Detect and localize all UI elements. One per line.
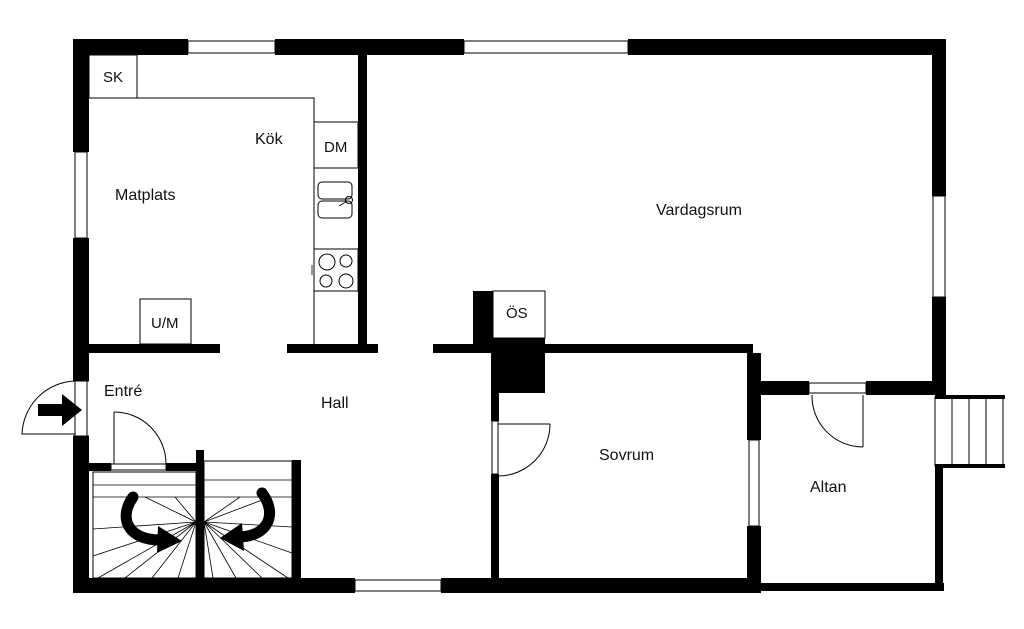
room-label-hall: Hall <box>321 395 349 412</box>
entrance-door <box>21 380 89 437</box>
sink-icon <box>317 181 353 219</box>
room-label-altan: Altan <box>810 479 846 496</box>
bedroom-door <box>491 420 551 477</box>
fixture-label-os: ÖS <box>506 304 528 322</box>
curved-arrow-icon <box>220 487 276 551</box>
room-label-sovrum: Sovrum <box>599 447 654 464</box>
um-box <box>139 298 192 345</box>
fixture-label-dm: DM <box>324 139 347 156</box>
arrow-right-icon <box>38 394 82 426</box>
windows <box>74 40 946 592</box>
stairs-right <box>203 460 293 579</box>
altan-door <box>811 394 864 448</box>
outer-walls <box>73 39 946 593</box>
fixture-label-um: U/M <box>151 315 179 332</box>
sk-box <box>88 54 138 99</box>
kitchen-fixtures <box>88 54 359 345</box>
room-label-vardagsrum: Vardagsrum <box>656 202 742 219</box>
stove-icon <box>311 248 359 292</box>
dm-box <box>313 121 359 169</box>
room-label-kok: Kök <box>255 131 284 148</box>
closet-door <box>110 411 167 471</box>
os-box <box>492 290 546 339</box>
room-label-entre: Entré <box>104 383 142 400</box>
curved-arrow-icon <box>120 491 182 553</box>
interior-walls <box>89 55 761 593</box>
outdoor-steps <box>934 396 1004 467</box>
fixture-label-sk: SK <box>103 69 123 86</box>
room-label-matplats: Matplats <box>115 187 175 204</box>
doors <box>21 380 864 477</box>
